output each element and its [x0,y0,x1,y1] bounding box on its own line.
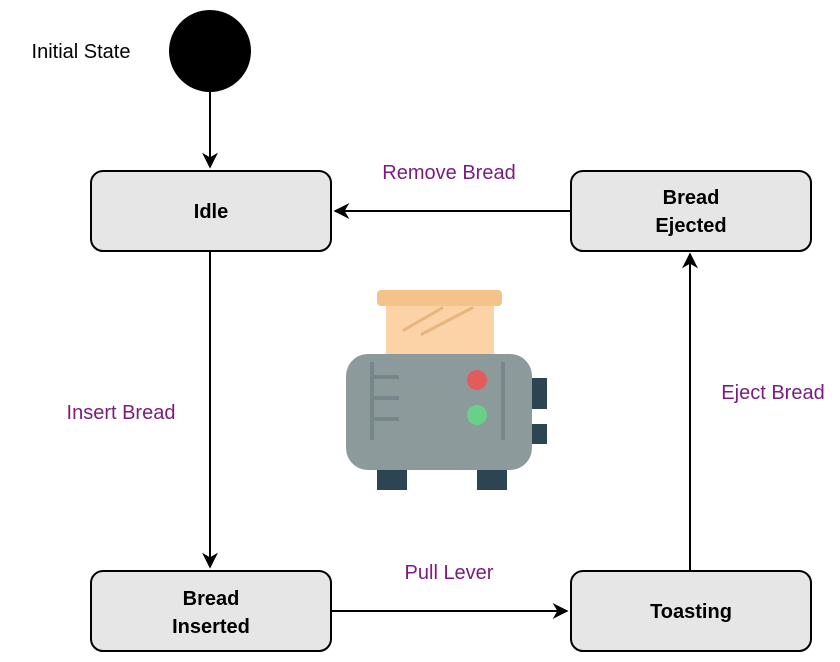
toaster-lever-upper [530,378,547,409]
state-bread-ejected-label-line1: Bread [663,187,720,209]
insert-bread-label: Insert Bread [67,402,176,424]
state-idle-box [90,170,332,252]
bread-crust [377,290,502,306]
state-bread-ejected[interactable]: Bread Ejected [570,170,812,252]
state-idle-label: Idle [194,201,228,223]
bread-highlight-1 [402,306,444,332]
state-bread-inserted-box [90,570,332,652]
toaster-light-red [467,370,487,390]
toaster-light-green [467,405,487,425]
state-bread-ejected-box [570,170,812,252]
eject-bread-label: Eject Bread [721,382,824,404]
toaster-lever-lower [530,424,547,444]
state-idle[interactable]: Idle [90,170,332,252]
initial-state-label: Initial State [32,41,131,63]
state-bread-ejected-label-line2: Ejected [655,215,726,237]
initial-state-node[interactable] [169,10,251,92]
state-toasting-box [570,570,812,652]
state-toasting-label: Toasting [650,601,732,623]
bread-slice [386,298,494,360]
pull-lever-label: Pull Lever [405,562,494,584]
state-bread-inserted-label-line2: Inserted [172,616,250,638]
bread-highlight-2 [420,306,474,336]
toaster-icon [346,290,547,490]
remove-bread-label: Remove Bread [382,162,515,184]
state-toasting[interactable]: Toasting [570,570,812,652]
state-bread-inserted-label-line1: Bread [183,588,240,610]
state-bread-inserted[interactable]: Bread Inserted [90,570,332,652]
